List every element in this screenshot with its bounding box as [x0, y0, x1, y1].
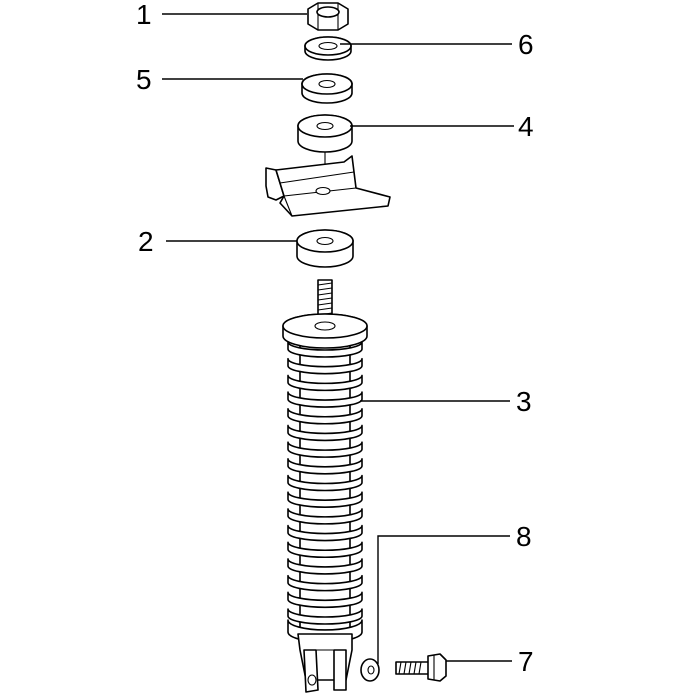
part-upper-bushing [297, 114, 353, 153]
part-washer [301, 73, 353, 104]
part-mounting-bracket [265, 155, 391, 217]
callout-number-6: 6 [518, 29, 534, 60]
spring-coil-turn [287, 424, 363, 442]
leader-lines [162, 13, 514, 664]
callout-number-8: 8 [516, 521, 532, 552]
spring-coil-turn [287, 407, 363, 425]
callout-number-4: 4 [518, 111, 534, 142]
part-bolt-washer [360, 658, 380, 682]
part-lock-washer [304, 36, 352, 61]
spring-coil-turn [287, 524, 363, 542]
spring-coil-turn [287, 458, 363, 475]
spring-coil-turn [287, 341, 363, 358]
part-shock-absorber [282, 279, 368, 693]
part-lower-bushing [296, 229, 354, 268]
callout-number-2: 2 [138, 226, 154, 257]
callout-number-7: 7 [518, 646, 534, 677]
spring-coil-turn [287, 541, 363, 559]
callout-number-5: 5 [136, 64, 152, 95]
spring-coil-turn [287, 574, 363, 592]
spring-coil-turn [287, 441, 363, 458]
spring-coil-turn [287, 474, 363, 492]
part-mounting-bolt [395, 653, 447, 682]
spring-coil-turn [287, 374, 363, 392]
leader-line-8 [377, 535, 510, 664]
spring-coil-turn [287, 491, 363, 508]
spring-coil-turn [287, 391, 363, 408]
callout-number-1: 1 [136, 0, 152, 30]
coil-spring [287, 341, 363, 625]
spring-coil-turn [287, 608, 363, 625]
part-nut [307, 2, 349, 31]
spring-coil-turn [287, 357, 363, 375]
spring-coil-turn [287, 558, 363, 575]
callout-number-3: 3 [516, 386, 532, 417]
spring-coil-turn [287, 508, 363, 525]
spring-coil-turn [287, 591, 363, 609]
